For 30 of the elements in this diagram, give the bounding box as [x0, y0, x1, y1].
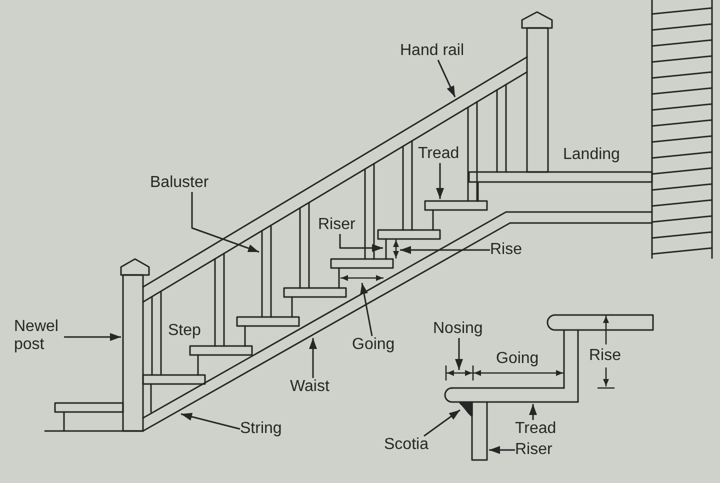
- part-label: Step: [168, 322, 201, 340]
- part-label: Riser: [515, 441, 552, 459]
- leader-line: [339, 234, 383, 252]
- part-label: Baluster: [150, 174, 209, 192]
- dimension-label: Rise: [589, 347, 622, 365]
- part-label: Riser: [318, 216, 356, 234]
- part-label: String: [240, 420, 282, 438]
- leader-line: [360, 282, 373, 336]
- leader-line: [64, 333, 121, 341]
- leader-line: [489, 446, 515, 454]
- leader-line: [309, 338, 317, 378]
- leader-line: [191, 192, 260, 253]
- part-label: Hand rail: [400, 42, 464, 60]
- part-label: Waist: [290, 378, 330, 396]
- part-label: Scotia: [384, 436, 428, 454]
- dimension-label: Going: [496, 350, 539, 368]
- part-label: Going: [352, 336, 395, 354]
- leader-line: [436, 163, 444, 199]
- part-label: Rise: [490, 241, 522, 259]
- part-label: Tread: [418, 145, 460, 163]
- leader-line: [437, 60, 456, 98]
- leader-line: [529, 404, 537, 420]
- leader-line: [455, 338, 463, 370]
- part-label: Nosing: [433, 320, 483, 338]
- leader-line: [400, 246, 490, 254]
- leader-line: [424, 409, 460, 437]
- part-label: Landing: [563, 146, 620, 164]
- leader-line: [180, 412, 240, 430]
- part-label: Newel post: [14, 318, 64, 354]
- part-label: Tread: [515, 420, 556, 438]
